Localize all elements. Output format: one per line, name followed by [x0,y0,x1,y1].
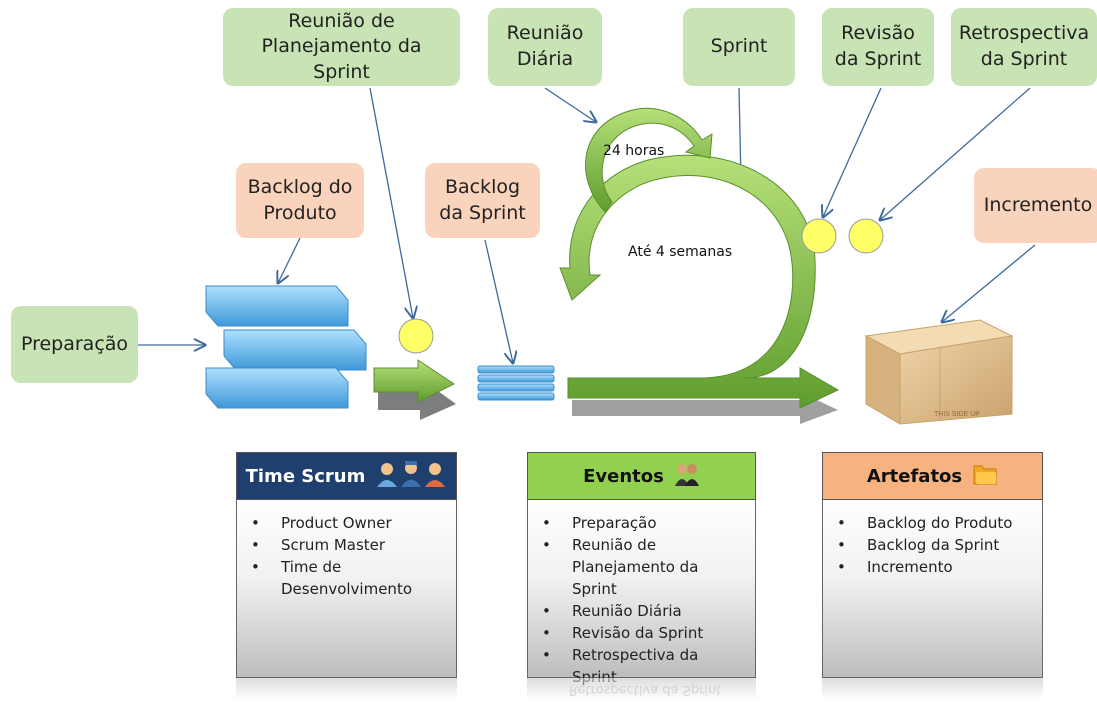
team-panel-body: Product Owner Scrum Master Time de Desen… [236,500,457,678]
product-backlog-label: Backlog do Produto [236,163,364,238]
sprint-review-label: Revisão da Sprint [822,8,934,86]
connector-review [823,87,882,217]
increment-label: Incremento [974,168,1097,243]
sprint-backlog-label: Backlog da Sprint [425,163,540,238]
sprint-planning-label: Reunião de Planejamento da Sprint [223,8,460,86]
list-item: Scrum Master [251,534,446,556]
events-panel: Eventos Preparação Reunião de Planejamen… [527,452,756,700]
sprint-arrow-shadow [572,392,838,424]
team-panel-header: Time Scrum [236,452,457,500]
artifacts-panel-title: Artefatos [866,465,963,487]
sprint-backlog-stack [477,365,555,401]
retro-event-dot [848,218,884,254]
events-panel-body: Preparação Reunião de Planejamento da Sp… [527,500,756,686]
product-backlog-stack [205,285,367,409]
meeting-icon [674,462,700,491]
people-icon [375,460,447,492]
list-item: Preparação [542,512,745,534]
connector-increment [942,244,1036,322]
list-item: Planejamento da Sprint [572,558,699,598]
artifacts-panel: Artefatos Backlog do Produto Backlog da … [822,452,1043,700]
reflection-text: Retrospectiva da Sprint [569,682,722,697]
daily-cycle-label: 24 horas [603,143,665,159]
artifacts-panel-header: Artefatos [822,452,1043,500]
list-item: Time de [251,556,446,578]
team-panel: Time Scrum Product Owner Scrum Master Ti… [236,452,457,700]
daily-loop-arrow [585,107,713,213]
sprint-label: Sprint [683,8,795,86]
list-item: Backlog da Sprint [837,534,1032,556]
list-item: Revisão da Sprint [542,622,745,644]
box-side-text: THIS SIDE UP [934,411,980,418]
list-item: Desenvolvimento [281,580,413,598]
folder-icon [972,462,998,491]
planning-event-dot [398,318,434,354]
increment-box: THIS SIDE UP [864,319,1014,425]
events-panel-title: Eventos [583,465,664,487]
connector-retro [880,87,1031,220]
connector-product-backlog [278,237,301,283]
small-flow-arrow [373,359,456,420]
events-panel-reflection: Retrospectiva da Sprint [527,678,756,700]
review-event-dot [801,218,837,254]
preparation-label: Preparação [11,306,138,383]
sprint-retrospective-label: Retrospectiva da Sprint [951,8,1097,86]
connector-sprint-backlog [484,239,513,363]
list-item: Backlog do Produto [837,512,1032,534]
connector-daily [544,87,596,122]
list-item: Incremento [837,556,1032,578]
daily-meeting-label: Reunião Diária [488,8,602,86]
sprint-duration-label: Até 4 semanas [628,244,733,260]
list-item: Reunião de [542,534,745,556]
list-item: Product Owner [251,512,446,534]
list-item: Reunião Diária [542,600,745,622]
artifacts-panel-body: Backlog do Produto Backlog da Sprint Inc… [822,500,1043,678]
connector-planning [369,87,413,318]
team-panel-title: Time Scrum [245,465,366,487]
artifacts-panel-reflection [822,678,1043,700]
sprint-loop-arrow [559,154,840,409]
team-panel-reflection [236,678,457,700]
events-panel-header: Eventos [527,452,756,500]
